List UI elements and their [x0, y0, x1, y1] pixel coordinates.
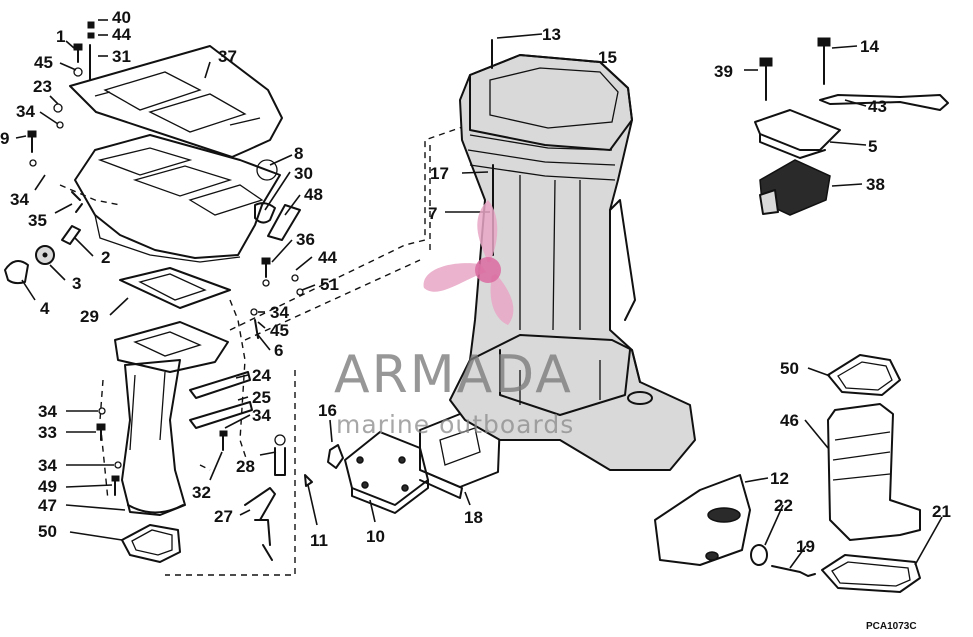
callout-27: 27 [214, 507, 233, 526]
callout-16: 16 [318, 401, 337, 420]
callout-33: 33 [38, 423, 57, 442]
gasket-part-29 [119, 267, 231, 309]
callout-48: 48 [304, 185, 323, 204]
gasket-part-37 [69, 45, 283, 158]
callout-17: 17 [430, 164, 449, 183]
callout-46: 46 [780, 411, 799, 430]
callout-36: 36 [296, 230, 315, 249]
callout-38: 38 [866, 175, 885, 194]
watermark: ARMADA marine outboards [334, 200, 574, 439]
callout-4: 4 [40, 299, 50, 318]
callout-11: 11 [310, 531, 328, 550]
callout-28: 28 [236, 457, 255, 476]
callout-21: 21 [932, 502, 951, 521]
callout-34: 34 [10, 190, 29, 209]
callout-45: 45 [270, 321, 289, 340]
callout-18: 18 [464, 508, 483, 527]
fasteners-top-left [4, 21, 304, 339]
callout-23: 23 [33, 77, 52, 96]
callout-3: 3 [72, 274, 81, 293]
callout-5: 5 [868, 137, 877, 156]
callout-34: 34 [252, 406, 271, 425]
propeller-logo-icon [423, 200, 514, 325]
exhaust-housing-part-15 [449, 39, 696, 471]
callout-1: 1 [56, 27, 65, 46]
callout-31: 31 [112, 47, 131, 66]
callout-29: 29 [80, 307, 99, 326]
callout-34: 34 [38, 456, 57, 475]
callout-9: 9 [0, 129, 9, 148]
assembly-dashed-lines [59, 124, 469, 576]
callout-34: 34 [38, 402, 57, 421]
callout-45: 45 [34, 53, 53, 72]
callout-44: 44 [112, 25, 131, 44]
callout-49: 49 [38, 477, 57, 496]
callout-43: 43 [868, 97, 887, 116]
callout-44: 44 [318, 248, 337, 267]
callout-37: 37 [218, 47, 237, 66]
right-lower-parts [654, 354, 921, 593]
callout-24: 24 [252, 366, 271, 385]
callout-14: 14 [860, 37, 879, 56]
watermark-tagline: marine outboards [336, 410, 574, 439]
right-upper-parts [754, 37, 949, 216]
callout-50: 50 [780, 359, 799, 378]
plate-block [114, 321, 229, 373]
callout-6: 6 [274, 341, 283, 360]
small-parts-middle [96, 371, 344, 561]
callout-10: 10 [366, 527, 385, 546]
callout-15: 15 [598, 48, 617, 67]
callout-13: 13 [542, 25, 561, 44]
callout-32: 32 [192, 483, 211, 502]
adapter-housing [74, 134, 301, 263]
callout-8: 8 [294, 144, 303, 163]
callout-19: 19 [796, 537, 815, 556]
callout-39: 39 [714, 62, 733, 81]
callout-25: 25 [252, 388, 271, 407]
callout-34: 34 [270, 303, 289, 322]
callout-22: 22 [774, 496, 793, 515]
exhaust-tube-part-47 [121, 359, 186, 516]
callout-30: 30 [294, 164, 313, 183]
callout-47: 47 [38, 496, 57, 515]
callout-labels: 40 44 1 31 45 37 23 34 9 34 35 8 30 48 2… [0, 8, 951, 632]
callout-34: 34 [16, 102, 35, 121]
callout-35: 35 [28, 211, 47, 230]
gasket-part-50-left [121, 524, 181, 563]
callout-50: 50 [38, 522, 57, 541]
callout-7: 7 [428, 204, 437, 223]
watermark-brand: ARMADA [334, 345, 573, 405]
callout-40: 40 [112, 8, 131, 27]
callout-51: 51 [320, 275, 339, 294]
figure-code: PCA1073C [866, 621, 917, 632]
callout-12: 12 [770, 469, 789, 488]
callout-2: 2 [101, 248, 110, 267]
cover-plate-part-10 [344, 431, 429, 514]
